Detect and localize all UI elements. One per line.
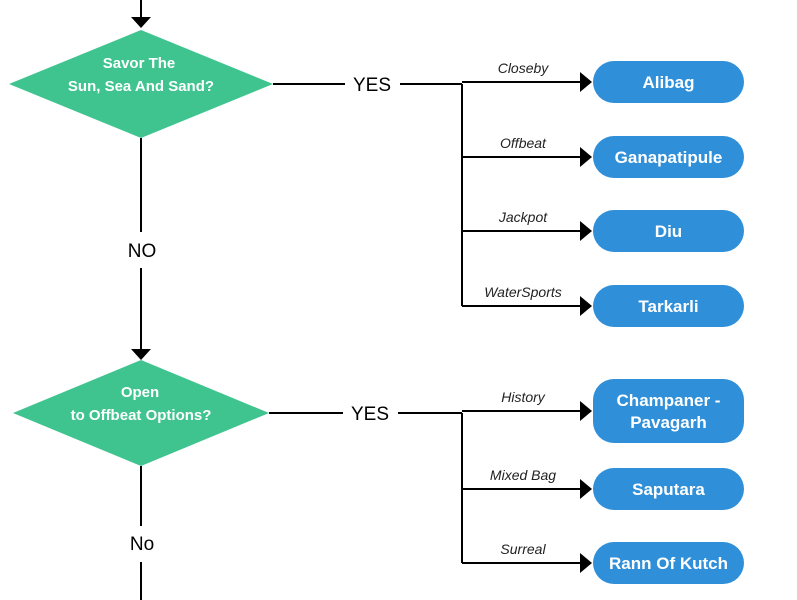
branch-label: Mixed Bag xyxy=(490,467,556,483)
branch-arrowhead xyxy=(580,72,592,92)
destination-box xyxy=(593,542,744,584)
destination-box xyxy=(593,285,744,327)
no-label-1: NO xyxy=(128,241,157,262)
destination-label: Rann Of Kutch xyxy=(609,554,728,573)
branch-label: Closeby xyxy=(498,60,550,76)
no-label-2: No xyxy=(130,534,154,555)
destination-box xyxy=(593,61,744,103)
branch-label: WaterSports xyxy=(484,284,562,300)
decision-offbeat-options xyxy=(13,360,269,466)
branch-label: Offbeat xyxy=(500,135,547,151)
yes-label-2: YES xyxy=(351,404,389,425)
decision-1-line-2: Sun, Sea And Sand? xyxy=(68,78,214,95)
branch-arrowhead xyxy=(580,401,592,421)
destination-box xyxy=(593,379,744,443)
destination-box xyxy=(593,136,744,178)
decision-2-line-2: to Offbeat Options? xyxy=(71,407,212,424)
branch-arrowhead xyxy=(580,147,592,167)
branch-arrowhead xyxy=(580,221,592,241)
entry-arrowhead xyxy=(131,17,151,28)
branch-label: History xyxy=(501,389,546,405)
decision-1-line-1: Savor The xyxy=(103,55,176,72)
destination-label: Tarkarli xyxy=(638,297,698,316)
decision-sun-sea-sand xyxy=(9,30,273,138)
destination-label: Alibag xyxy=(643,73,695,92)
branch-label: Surreal xyxy=(500,541,546,557)
destination-label: Saputara xyxy=(632,480,705,499)
destination-box xyxy=(593,210,744,252)
branch-arrowhead xyxy=(580,553,592,573)
no-arrowhead xyxy=(131,349,151,360)
destination-label: Diu xyxy=(655,222,682,241)
decision-2-line-1: Open xyxy=(121,384,159,401)
destination-label: Champaner - xyxy=(617,391,721,410)
yes-label-1: YES xyxy=(353,75,391,96)
destination-box xyxy=(593,468,744,510)
branch-arrowhead xyxy=(580,479,592,499)
destination-label: Pavagarh xyxy=(630,413,707,432)
destination-label: Ganapatipule xyxy=(615,148,723,167)
branch-arrowhead xyxy=(580,296,592,316)
branch-label: Jackpot xyxy=(498,209,548,225)
branch-group-beach: ClosebyAlibagOffbeatGanapatipuleJackpotD… xyxy=(461,60,744,327)
